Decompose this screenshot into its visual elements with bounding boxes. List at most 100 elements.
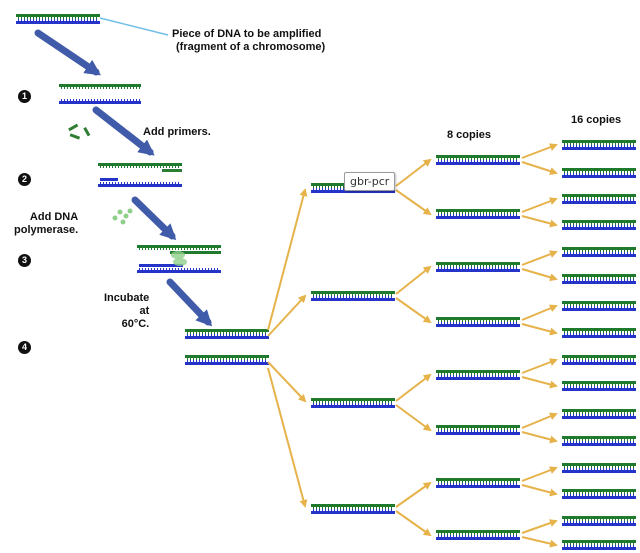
copy8-5-blue-strand-base <box>459 375 460 377</box>
copy4-1-blue-strand-base <box>337 188 338 190</box>
copy16-16-green-strand-base <box>624 543 625 545</box>
copy8-6-blue-strand-base <box>468 430 469 432</box>
copy8-4-green-strand-base <box>486 320 487 322</box>
copy8-4-blue-strand-base <box>438 322 439 324</box>
original-dna-green-strand-base <box>75 17 76 19</box>
copy16-4-blue-strand <box>562 225 636 230</box>
copy16-12-blue-strand-base <box>576 441 577 443</box>
copy16-10-blue-strand-base <box>627 386 628 388</box>
copy16-8-green-strand-base <box>612 331 613 333</box>
copy8-3-green-strand-base <box>468 265 469 267</box>
copy16-8-green-strand-base <box>606 331 607 333</box>
copy16-6-blue-strand-backbone <box>562 281 636 284</box>
step3-green-strand-base <box>139 248 140 250</box>
copy8-1-blue-strand-base <box>474 160 475 162</box>
copy16-7-blue-strand-base <box>588 306 589 308</box>
copy16-9-green-strand-backbone <box>562 355 636 358</box>
copy8-6-blue-strand-base <box>486 430 487 432</box>
copy16-16-green-strand-base <box>567 543 568 545</box>
copy8-6-blue-strand-base <box>492 430 493 432</box>
copy16-1-blue-strand-base <box>630 145 631 147</box>
copy8-1-blue-strand-base <box>459 160 460 162</box>
step-1-marker: 1 <box>18 90 31 103</box>
copy16-13-blue-strand-base <box>591 468 592 470</box>
copy4-1-blue-strand-base <box>340 188 341 190</box>
arrow-to-copy16-6 <box>521 268 558 282</box>
copy16-9-blue-strand-base <box>606 360 607 362</box>
copy16-16-blue-strand-base <box>603 545 604 547</box>
copy16-12-green-strand-base <box>624 439 625 441</box>
copy16-11-blue-strand-base <box>594 414 595 416</box>
copy16-8-blue-strand-base <box>582 333 583 335</box>
copy2-b-green-strand-base <box>217 358 218 360</box>
step2-green-strand-base <box>124 166 125 168</box>
copy16-14-green-strand-base <box>588 492 589 494</box>
copy8-5-green-strand-base <box>468 373 469 375</box>
copy8-3-blue-strand-base <box>504 267 505 269</box>
copy4-3-green-strand-base <box>361 401 362 403</box>
copy16-2-green-strand-base <box>618 171 619 173</box>
copy16-3-green-strand-base <box>600 197 601 199</box>
copy4-4-blue-strand-base <box>370 509 371 511</box>
copy4-2-blue-strand-base <box>382 296 383 298</box>
copy16-10-blue-strand-base <box>603 386 604 388</box>
copy16-14-green-strand-base <box>627 492 628 494</box>
copy16-10-green-strand-base <box>612 384 613 386</box>
copy4-2-green-strand-base <box>355 294 356 296</box>
copy16-6-blue-strand-base <box>594 279 595 281</box>
eight-copies-label: 8 copies <box>447 129 492 141</box>
copy4-2-blue-strand-base <box>334 296 335 298</box>
copy4-4-blue-strand-base <box>364 509 365 511</box>
copy16-4-green-strand-base <box>603 223 604 225</box>
copy16-11-green-strand-base <box>567 412 568 414</box>
copy16-6-green-strand-base <box>570 277 571 279</box>
copy2-a-blue-strand-base <box>244 334 245 336</box>
copy4-4-blue-strand-base <box>319 509 320 511</box>
copy16-12-blue-strand-base <box>603 441 604 443</box>
copy16-5-green-strand-base <box>597 250 598 252</box>
copy16-9-blue-strand-base <box>603 360 604 362</box>
copy2-a-green-strand-base <box>256 332 257 334</box>
copy16-7-blue-strand-base <box>612 306 613 308</box>
copy8-5-blue-strand-base <box>516 375 517 377</box>
copy8-4-green-strand-backbone <box>436 317 520 320</box>
copy16-3-green-strand-base <box>591 197 592 199</box>
copy16-6-blue-strand-base <box>570 279 571 281</box>
copy16-9-blue-strand-base <box>600 360 601 362</box>
copy4-3-blue-strand-base <box>322 403 323 405</box>
copy8-7-blue-strand-base <box>450 483 451 485</box>
copy16-13-green-strand-base <box>597 466 598 468</box>
copy16-9-green-strand-base <box>609 358 610 360</box>
copy8-2-blue-strand <box>436 214 520 219</box>
copy16-14-blue-strand-base <box>570 494 571 496</box>
copy16-16-blue-strand <box>562 545 636 550</box>
copy4-4-blue-strand-base <box>379 509 380 511</box>
copy16-4-blue-strand-base <box>573 225 574 227</box>
copy8-5-green-strand-base <box>477 373 478 375</box>
copy16-9-blue-strand-base <box>633 360 634 362</box>
copy8-3-green-strand-base <box>492 265 493 267</box>
copy16-7-blue-strand-base <box>630 306 631 308</box>
copy4-3-blue-strand-base <box>352 403 353 405</box>
copy2-b-blue-strand-base <box>190 360 191 362</box>
arrow-to-copy16-15 <box>521 519 558 534</box>
copy8-2-blue-strand-base <box>441 214 442 216</box>
copy16-4-green-strand-backbone <box>562 220 636 223</box>
copy16-6-green-strand-base <box>582 277 583 279</box>
copy8-3-green-strand-backbone <box>436 262 520 265</box>
copy16-4-blue-strand-base <box>618 225 619 227</box>
copy4-4-green-strand-base <box>319 507 320 509</box>
copy8-4-blue-strand-base <box>447 322 448 324</box>
copy8-8-green-strand-base <box>477 533 478 535</box>
original-dna-green-strand-backbone <box>16 14 100 17</box>
copy4-4-blue-strand-base <box>331 509 332 511</box>
step-4-marker: 4 <box>18 341 31 354</box>
copy2-b-blue-strand-base <box>226 360 227 362</box>
copy4-1-blue-strand-base <box>331 188 332 190</box>
copy16-15-green-strand-base <box>597 519 598 521</box>
copy4-2-green-strand-base <box>328 294 329 296</box>
copy16-6-green-strand-base <box>609 277 610 279</box>
copy16-3-blue-strand-base <box>606 199 607 201</box>
copy16-7-blue-strand-base <box>579 306 580 308</box>
copy16-5-green-strand-base <box>582 250 583 252</box>
